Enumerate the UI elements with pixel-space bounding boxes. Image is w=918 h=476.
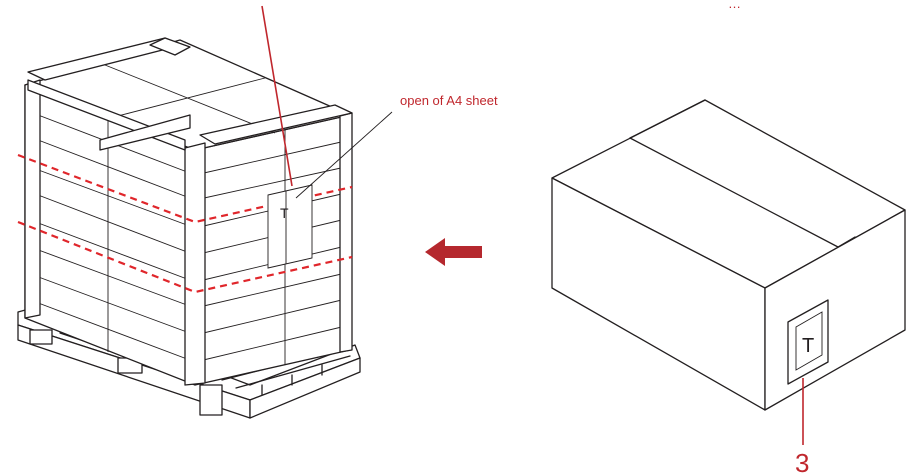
pocket-label-letter: T: [280, 205, 289, 221]
corner-protectors: [24, 37, 353, 386]
a4-sheet-callout: open of A4 sheet: [400, 93, 498, 108]
left-arrow-icon: [425, 238, 482, 266]
carton-label-letter: T: [802, 335, 814, 357]
single-carton: T 3: [551, 99, 906, 476]
top-red-leader-line: [261, 5, 293, 187]
palletized-stack: T: [17, 5, 393, 419]
strapping-bands: [17, 153, 353, 294]
a4-document-pocket: T: [267, 184, 313, 269]
pallet: [17, 258, 361, 419]
a4-callout-leader-line: [295, 111, 393, 199]
top-caption-fragment: …: [728, 0, 741, 11]
carton-label: T: [787, 299, 829, 385]
label-number: 3: [795, 448, 809, 476]
